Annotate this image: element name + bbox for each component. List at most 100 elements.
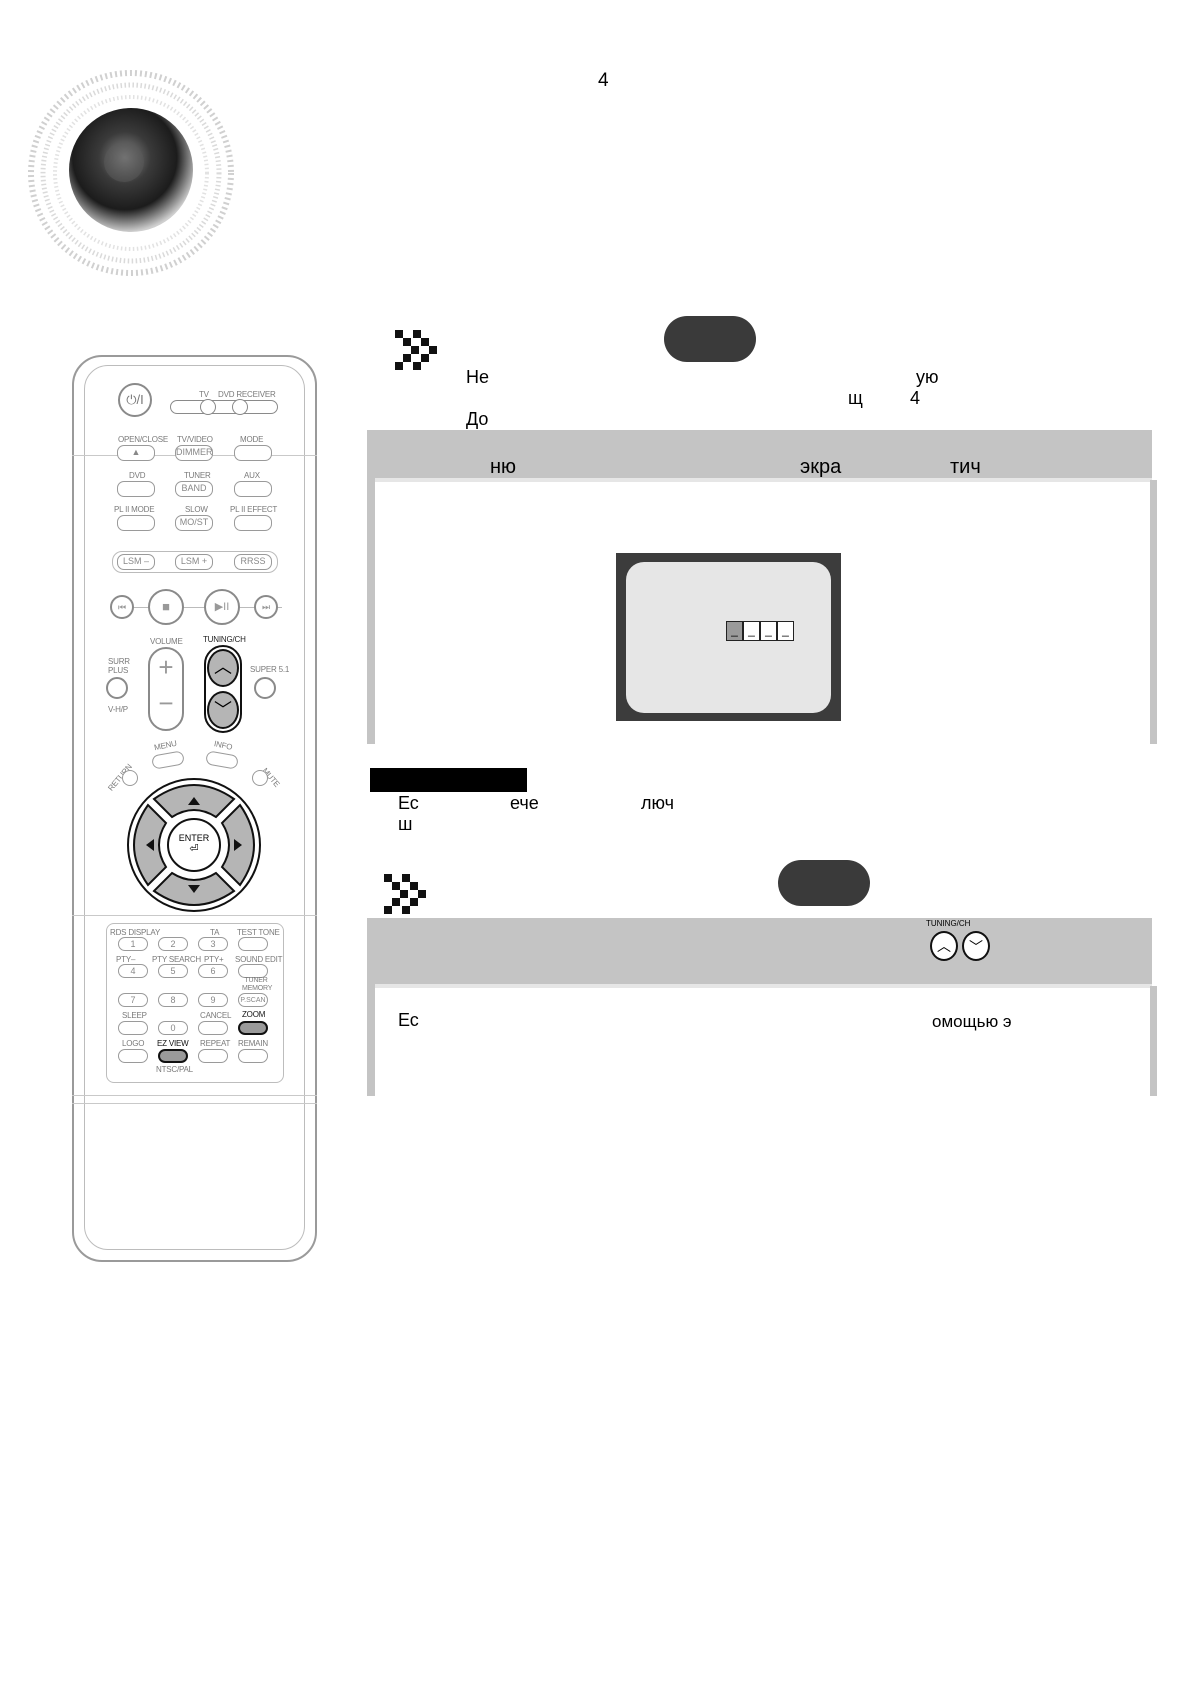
note-black-bar (370, 768, 527, 792)
dvd-mode-button[interactable] (232, 399, 248, 415)
vhp-label: V-H/P (108, 705, 128, 714)
password-digit-box[interactable]: _ (777, 621, 794, 641)
skip-forward-button[interactable]: ⏭ (254, 595, 278, 619)
test-tone-button[interactable] (238, 937, 268, 951)
tuning-down-icon: ﹀ (962, 931, 990, 961)
section1-header-shadow (375, 478, 1152, 482)
p-scan-button[interactable]: P.SCAN (238, 993, 268, 1007)
section2-body-b: омощью э (932, 1012, 1012, 1031)
mode-button[interactable] (234, 445, 272, 461)
play-pause-button[interactable]: ▶II (204, 589, 240, 625)
cancel-button[interactable] (198, 1021, 228, 1035)
return-button[interactable] (122, 770, 138, 786)
enter-button[interactable]: ENTER ⏎ (170, 823, 218, 867)
mode-label: MODE (240, 435, 264, 444)
ez-view-button[interactable] (158, 1049, 188, 1063)
logo-button[interactable] (118, 1049, 148, 1063)
section2-header-band (367, 918, 1152, 984)
dpad-up-button[interactable] (152, 784, 236, 819)
dimmer-button[interactable]: DIMMER (175, 445, 213, 461)
pl2-mode-button[interactable] (117, 515, 155, 531)
band-button[interactable]: BAND (175, 481, 213, 497)
password-input-boxes[interactable]: _ _ _ _ (726, 621, 794, 641)
tv-label: TV (199, 390, 209, 399)
skip-back-button[interactable]: ⏮ (110, 595, 134, 619)
dvd-receiver-label: DVD RECEIVER (218, 390, 276, 399)
tuner-memory-label: TUNER MEMORY (242, 977, 273, 992)
lsm-minus-button[interactable]: LSM – (117, 554, 155, 570)
digit-8-button[interactable]: 8 (158, 993, 188, 1007)
digit-0-button[interactable]: 0 (158, 1021, 188, 1035)
section2-left-bar (367, 918, 375, 1096)
tuning-down-button[interactable]: ﹀ (207, 691, 239, 729)
section1-text-line3: До (466, 409, 489, 429)
digit-4-button[interactable]: 4 (118, 964, 148, 978)
enter-icon: ⏎ (189, 843, 199, 855)
dvd-button[interactable] (117, 481, 155, 497)
digit-9-button[interactable]: 9 (198, 993, 228, 1007)
password-digit-box[interactable]: _ (726, 621, 743, 641)
note-text-line1-c: люч (641, 793, 674, 813)
sound-edit-button[interactable] (238, 964, 268, 978)
volume-label: VOLUME (150, 637, 183, 646)
sound-edit-label: SOUND EDIT (235, 955, 283, 964)
test-tone-label: TEST TONE (237, 928, 280, 937)
power-button[interactable]: ⏻/I (118, 383, 152, 417)
dpad-down-button[interactable] (152, 871, 236, 906)
section2-marker-icon (384, 874, 432, 918)
tuning-up-button[interactable]: ︿ (207, 649, 239, 687)
volume-up-icon[interactable]: + (158, 652, 174, 682)
remote-divider (72, 1095, 317, 1096)
note-text-line1-a: Ес (398, 793, 419, 813)
dpad-right-button[interactable] (220, 803, 255, 887)
surr-plus-label: SURR PLUS (108, 657, 130, 675)
dpad-left-button[interactable] (133, 803, 168, 887)
digit-6-button[interactable]: 6 (198, 964, 228, 978)
surr-plus-button[interactable] (106, 677, 128, 699)
lsm-plus-button[interactable]: LSM + (175, 554, 213, 570)
zoom-label: ZOOM (242, 1010, 266, 1019)
tv-mode-button[interactable] (200, 399, 216, 415)
volume-rocker[interactable]: + − (148, 647, 184, 731)
dpad (124, 775, 264, 915)
stop-button[interactable]: ■ (148, 589, 184, 625)
keypad-frame (106, 923, 284, 1083)
enter-label: ENTER (178, 833, 210, 843)
section1-header-word-3: тич (950, 456, 981, 478)
pl2-mode-label: PL II MODE (114, 505, 155, 514)
ez-view-label: EZ VIEW (157, 1039, 189, 1048)
pty-plus-label: PTY+ (204, 955, 224, 964)
super51-button[interactable] (254, 677, 276, 699)
digit-7-button[interactable]: 7 (118, 993, 148, 1007)
mute-button[interactable] (252, 770, 268, 786)
tv-video-label: TV/VIDEO (177, 435, 213, 444)
aux-button[interactable] (234, 481, 272, 497)
section1-marker-icon (395, 330, 443, 374)
section1-text-line2-a: щ (848, 388, 863, 408)
note-text-line1-b: ече (510, 793, 539, 813)
digit-1-button[interactable]: 1 (118, 937, 148, 951)
open-close-button[interactable]: ▲ (117, 445, 155, 461)
digit-2-button[interactable]: 2 (158, 937, 188, 951)
section1-text-line2-b: 4 (910, 388, 921, 408)
speaker-graphic (28, 70, 238, 280)
digit-5-button[interactable]: 5 (158, 964, 188, 978)
mo-st-button[interactable]: MO/ST (175, 515, 213, 531)
rrss-button[interactable]: RRSS (234, 554, 272, 570)
remain-button[interactable] (238, 1049, 268, 1063)
tuner-label: TUNER (184, 471, 211, 480)
pl2-effect-button[interactable] (234, 515, 272, 531)
transport-line (112, 607, 282, 608)
mode-selector-switch[interactable] (170, 400, 278, 414)
logo-label: LOGO (122, 1039, 145, 1048)
remote-divider (72, 1103, 317, 1104)
sleep-button[interactable] (118, 1021, 148, 1035)
digit-3-button[interactable]: 3 (198, 937, 228, 951)
zoom-button[interactable] (238, 1021, 268, 1035)
section1-header-word-1: ню (490, 456, 517, 478)
remote-control: ⏻/I TV DVD RECEIVER OPEN/CLOSE TV/VIDEO … (72, 355, 317, 1262)
password-digit-box[interactable]: _ (760, 621, 777, 641)
password-digit-box[interactable]: _ (743, 621, 760, 641)
repeat-button[interactable] (198, 1049, 228, 1063)
volume-down-icon[interactable]: − (158, 688, 174, 718)
